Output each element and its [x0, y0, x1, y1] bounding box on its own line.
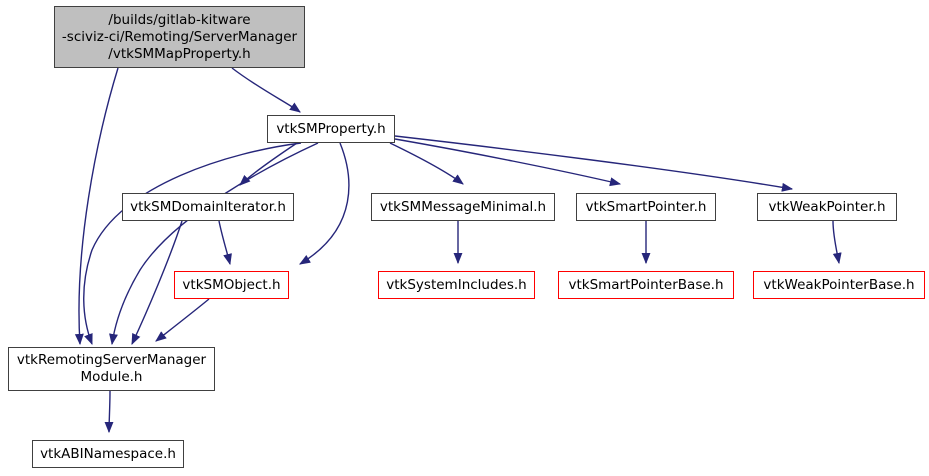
graph-node-messageminimal[interactable]: vtkSMMessageMinimal.h [371, 193, 555, 221]
graph-edge [155, 298, 210, 342]
graph-edge [394, 138, 622, 187]
graph-node-smobject[interactable]: vtkSMObject.h [174, 271, 289, 299]
graph-edge [231, 67, 301, 113]
graph-node-label: vtkSMProperty.h [276, 120, 386, 137]
graph-edge [299, 142, 350, 265]
graph-node-systemincludes[interactable]: vtkSystemIncludes.h [378, 271, 535, 299]
graph-node-smartpointerbase[interactable]: vtkSmartPointerBase.h [558, 271, 734, 299]
graph-edge [218, 220, 232, 266]
graph-edge [109, 142, 319, 346]
graph-edge [104, 390, 114, 434]
graph-node-label: vtkRemotingServerManager Module.h [16, 352, 207, 385]
graph-node-label: vtkWeakPointer.h [768, 198, 886, 215]
graph-node-domainiterator[interactable]: vtkSMDomainIterator.h [122, 193, 294, 221]
graph-node-label: vtkSMMessageMinimal.h [379, 198, 547, 215]
graph-node-label: vtkSmartPointer.h [585, 198, 707, 215]
graph-edge [394, 135, 794, 192]
graph-edge [74, 67, 119, 346]
graph-node-label: vtkSMDomainIterator.h [130, 198, 286, 215]
graph-node-label: vtkWeakPointerBase.h [763, 276, 915, 293]
graph-edge [83, 142, 302, 346]
graph-node-label: vtkABINamespace.h [40, 445, 176, 462]
graph-node-label: vtkSmartPointerBase.h [568, 276, 724, 293]
graph-node-abinamespace[interactable]: vtkABINamespace.h [32, 440, 184, 468]
graph-node-weakpointer[interactable]: vtkWeakPointer.h [757, 193, 897, 221]
graph-node-root[interactable]: /builds/gitlab-kitware -sciviz-ci/Remoti… [54, 6, 305, 68]
graph-node-smartpointer[interactable]: vtkSmartPointer.h [576, 193, 716, 221]
graph-node-module[interactable]: vtkRemotingServerManager Module.h [8, 347, 215, 391]
graph-node-label: /builds/gitlab-kitware -sciviz-ci/Remoti… [61, 11, 298, 62]
graph-edge [239, 142, 298, 186]
graph-edge [389, 142, 464, 185]
graph-node-label: vtkSystemIncludes.h [386, 276, 527, 293]
graph-node-weakpointerbase[interactable]: vtkWeakPointerBase.h [753, 271, 925, 299]
graph-node-smproperty[interactable]: vtkSMProperty.h [267, 115, 395, 143]
graph-node-label: vtkSMObject.h [182, 276, 281, 293]
graph-edge [832, 220, 842, 265]
